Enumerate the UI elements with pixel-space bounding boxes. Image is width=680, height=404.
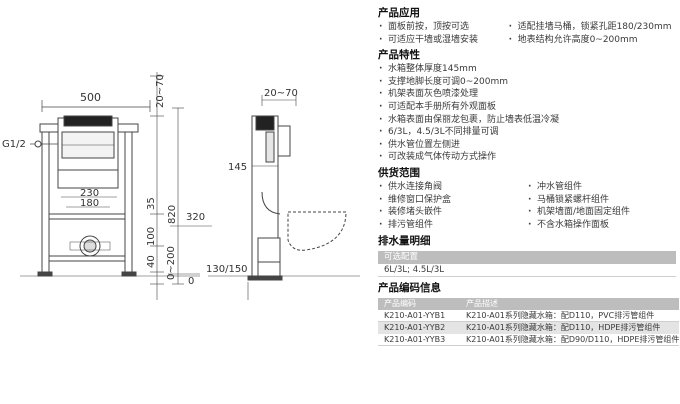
list-item: 排污管组件 (378, 219, 527, 232)
list-item: 地表结构允许高度0~200mm (508, 34, 676, 47)
list-item: 水箱整体厚度145mm (378, 63, 676, 76)
list-item: 可适应干墙或湿墙安装 (378, 34, 508, 47)
list-item: 供水管位置左侧进 (378, 139, 676, 152)
supply-list-right: 冲水管组件 马桶锁紧螺杆组件 机架墙面/地面固定组件 不含水箱操作面板 (527, 181, 676, 231)
dim-180: 180 (80, 198, 99, 209)
dim-100: 100 (146, 227, 157, 246)
table-cell-code: K210-A01-YYB2 (378, 322, 460, 335)
table-cell-desc: K210-A01系列隐藏水箱：配D110，HDPE排污管组件 (460, 322, 680, 335)
feat-title: 产品特性 (378, 49, 420, 62)
side-view (208, 95, 360, 300)
list-item: 供水连接角阀 (378, 181, 527, 194)
dim-820: 820 (167, 205, 178, 224)
table-cell-desc: K210-A01系列隐藏水箱：配D90/D110，HDPE排污管组件 (460, 334, 680, 347)
dim-35: 35 (146, 197, 157, 210)
technical-drawing: 500 20~70 20~70 G1/2 230 180 145 320 820… (2, 72, 360, 300)
list-item: 适配挂墙马桶，锁紧孔距180/230mm (508, 21, 676, 34)
dim-145: 145 (228, 162, 247, 173)
code-title: 产品编码信息 (378, 282, 441, 295)
code-col-header: 产品编码 (378, 298, 460, 311)
list-item: 支撑地脚长度可调0~200mm (378, 76, 676, 89)
dim-side-20-70: 20~70 (264, 88, 298, 99)
list-item: 不含水箱操作面板 (527, 219, 676, 232)
list-item: 马桶锁紧螺杆组件 (527, 194, 676, 207)
list-item: 装修堵头嵌件 (378, 206, 527, 219)
dim-130-150: 130/150 (206, 264, 248, 275)
list-item: 冲水管组件 (527, 181, 676, 194)
list-item: 可适配本手册所有外观面板 (378, 101, 676, 114)
vertical-dimensions (150, 72, 212, 300)
list-item: 水箱表面由保丽龙包裹，防止墙表低温冷凝 (378, 114, 676, 127)
supply-rows: 供水连接角阀 维修窗口保护盒 装修堵头嵌件 排污管组件 冲水管组件 马桶锁紧螺杆… (378, 181, 676, 231)
front-view (20, 100, 200, 277)
table-cell-desc: K210-A01系列隐藏水箱：配D110，PVC排污管组件 (460, 310, 680, 323)
dim-230: 230 (80, 188, 99, 199)
app-list-left: 面板前按，顶按可选 可适应干墙或湿墙安装 (378, 21, 508, 46)
supply-list-left: 供水连接角阀 维修窗口保护盒 装修堵头嵌件 排污管组件 (378, 181, 527, 231)
code-table: 产品编码 产品描述 K210-A01-YYB1 K210-A01系列隐藏水箱：配… (378, 298, 680, 347)
dim-40: 40 (146, 255, 157, 268)
dim-320: 320 (186, 212, 205, 223)
dim-top-20-70: 20~70 (155, 74, 166, 108)
list-item: 面板前按，顶按可选 (378, 21, 508, 34)
list-item: 可改装成气体传动方式操作 (378, 151, 676, 164)
dim-0-200: 0~200 (166, 246, 177, 280)
dim-0: 0 (188, 276, 194, 287)
list-item: 6/3L，4.5/3L不同排量可调 (378, 126, 676, 139)
flush-table-value: 6L/3L; 4.5L/3L (378, 264, 676, 278)
spec-panel: 产品应用 面板前按，顶按可选 可适应干墙或湿墙安装 适配挂墙马桶，锁紧孔距180… (378, 6, 680, 347)
list-item: 机架表面灰色喷漆处理 (378, 88, 676, 101)
app-title: 产品应用 (378, 7, 420, 19)
app-rows: 面板前按，顶按可选 可适应干墙或湿墙安装 适配挂墙马桶，锁紧孔距180/230m… (378, 21, 676, 46)
list-item: 维修窗口保护盒 (378, 194, 527, 207)
feature-list: 水箱整体厚度145mm 支撑地脚长度可调0~200mm 机架表面灰色喷漆处理 可… (378, 63, 676, 164)
desc-col-header: 产品描述 (460, 298, 680, 311)
app-list-right: 适配挂墙马桶，锁紧孔距180/230mm 地表结构允许高度0~200mm (508, 21, 676, 46)
dim-g12: G1/2 (2, 139, 26, 150)
supply-title: 供货范围 (378, 166, 420, 179)
flush-title: 排水量明细 (378, 235, 431, 248)
table-cell-code: K210-A01-YYB3 (378, 334, 460, 347)
dim-500: 500 (80, 91, 101, 104)
list-item: 机架墙面/地面固定组件 (527, 206, 676, 219)
flush-table-header: 可选配置 (378, 251, 676, 265)
table-cell-code: K210-A01-YYB1 (378, 310, 460, 323)
